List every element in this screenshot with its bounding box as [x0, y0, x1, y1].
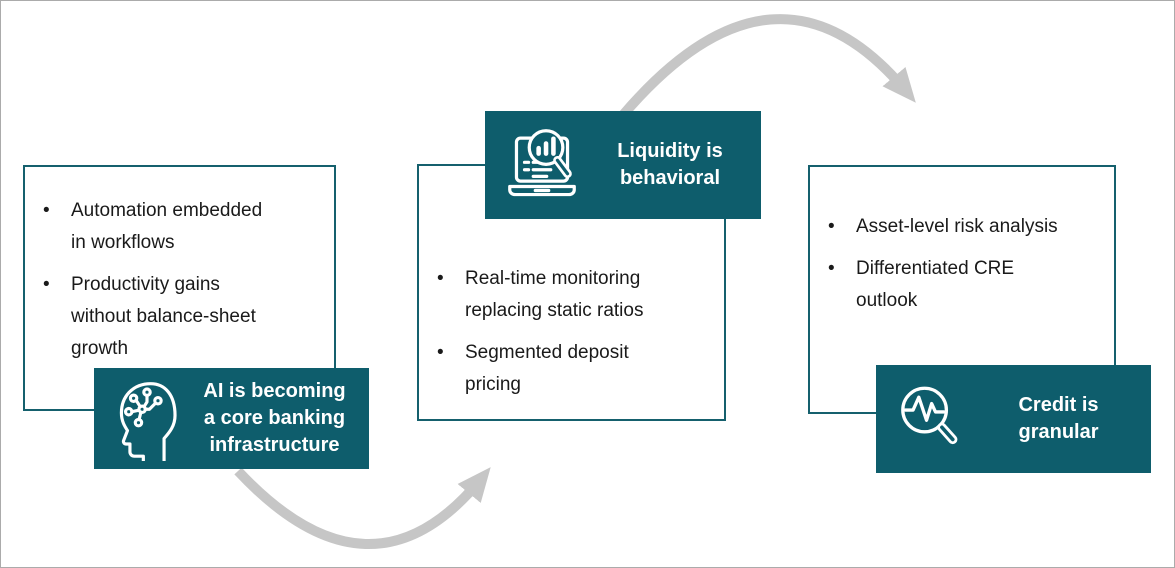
bullet-item: Asset-level risk analysis: [828, 211, 1071, 243]
box-ai: Automation embedded in workflows Product…: [23, 165, 336, 411]
bullet-item: Real-time monitoring replacing static ra…: [437, 263, 680, 327]
banner-line: a core banking: [203, 407, 346, 429]
banner-line: granular: [1018, 421, 1099, 443]
banner-line: Credit is: [1018, 394, 1099, 416]
magnifier-pulse-icon: [890, 378, 972, 460]
bullet-list-ai: Automation embedded in workflows Product…: [25, 167, 334, 365]
banner-line: behavioral: [619, 167, 721, 189]
bullet-item: Automation embedded in workflows: [43, 195, 276, 259]
banner-label: Liquidity is behavioral: [591, 138, 749, 192]
bullet-list-liquidity: Real-time monitoring replacing static ra…: [419, 166, 724, 401]
banner-label: AI is becoming a core banking infrastruc…: [192, 378, 357, 459]
ai-brain-head-icon: [108, 377, 186, 461]
banner-line: Liquidity is: [617, 140, 723, 162]
bullet-item: Differentiated CRE outlook: [828, 253, 1071, 317]
bullet-item: Segmented deposit pricing: [437, 337, 680, 401]
bullet-list-credit: Asset-level risk analysis Differentiated…: [810, 167, 1114, 317]
banner-liquidity: Liquidity is behavioral: [485, 111, 761, 219]
arrow-middle-to-right: [619, 14, 916, 119]
laptop-magnifier-chart-icon: [499, 122, 585, 208]
banner-line: infrastructure: [209, 434, 340, 456]
banner-line: AI is becoming: [203, 380, 346, 402]
banner-ai: AI is becoming a core banking infrastruc…: [94, 368, 369, 469]
banner-label: Credit is granular: [978, 392, 1139, 446]
banner-credit: Credit is granular: [876, 365, 1151, 473]
bullet-item: Productivity gains without balance-sheet…: [43, 269, 276, 365]
arrow-left-to-middle: [234, 467, 491, 550]
